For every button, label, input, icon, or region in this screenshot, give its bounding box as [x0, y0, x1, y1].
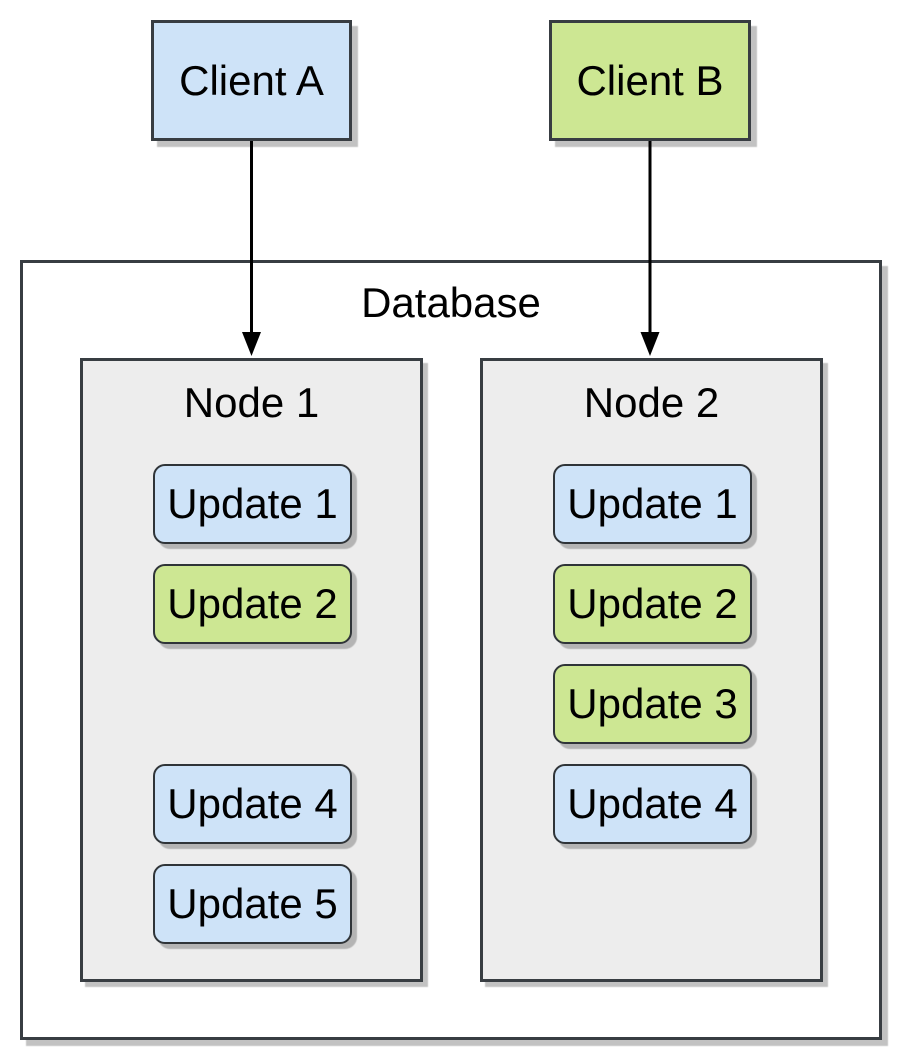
database-title: Database	[361, 279, 541, 326]
update-pill: Update 2	[553, 564, 752, 644]
client-a-box: Client A	[151, 20, 352, 141]
update-pill-label: Update 2	[567, 580, 738, 627]
update-pill: Update 1	[553, 464, 752, 544]
update-pill: Update 4	[153, 764, 352, 844]
update-pill: Update 3	[553, 664, 752, 744]
update-pill-label: Update 4	[167, 780, 338, 827]
update-pill-label: Update 3	[567, 680, 738, 727]
update-pill: Update 4	[553, 764, 752, 844]
update-pill: Update 5	[153, 864, 352, 944]
update-pill: Update 2	[153, 564, 352, 644]
node-2-title: Node 2	[583, 379, 720, 426]
client-b-label: Client B	[576, 56, 724, 104]
node-1-title: Node 1	[183, 379, 320, 426]
database-box: Database Node 1 Update 1 Update 2 Update 4…	[20, 260, 882, 1040]
node-1-box: Node 1 Update 1 Update 2 Update 4 Update 5	[80, 358, 423, 982]
update-pill-label: Update 4	[567, 780, 738, 827]
update-pill-label: Update 1	[167, 480, 338, 527]
update-pill-label: Update 5	[167, 880, 338, 927]
node-2-box: Node 2 Update 1 Update 2 Update 3 Update 4	[480, 358, 823, 982]
update-pill-label: Update 1	[567, 480, 738, 527]
client-a-label: Client A	[179, 56, 324, 104]
client-b-box: Client B	[549, 20, 751, 141]
update-pill: Update 1	[153, 464, 352, 544]
update-pill-label: Update 2	[167, 580, 338, 627]
